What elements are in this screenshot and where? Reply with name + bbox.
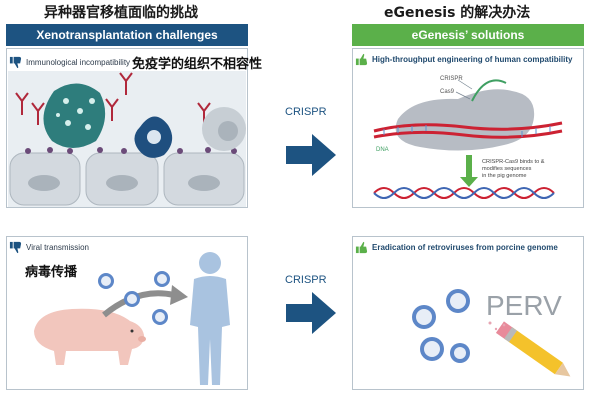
top-crispr-label: CRISPR bbox=[285, 106, 327, 118]
cas9-note: CRISPR-Cas9 binds to & modifies sequence… bbox=[482, 159, 546, 179]
crispr-cas9-illustration: CRISPR Cas9 DNA CRISPR-Cas9 binds to & m… bbox=[373, 76, 563, 199]
thumbs-up-icon bbox=[355, 53, 368, 66]
top-arrow-icon bbox=[286, 134, 336, 176]
viral-transmission-panel: Viral transmission 病毒传播 bbox=[6, 236, 248, 390]
right-chinese-title: eGenesis 的解决办法 bbox=[384, 5, 531, 21]
eradication-panel: Eradication of retroviruses from porcine… bbox=[352, 236, 584, 390]
viral-transmission-illustration bbox=[34, 252, 230, 385]
solutions-banner: eGenesis’ solutions bbox=[352, 24, 584, 46]
perv-eradication-illustration: PERV bbox=[412, 289, 571, 377]
thumbs-up-icon bbox=[355, 241, 368, 254]
engineering-panel: High-throughput engineering of human com… bbox=[352, 48, 584, 208]
immunological-cn-label: 免疫学的组织不相容性 bbox=[132, 57, 263, 72]
eradication-label: Eradication of retroviruses from porcine… bbox=[372, 243, 558, 252]
bottom-crispr-label: CRISPR bbox=[285, 274, 327, 286]
immunological-label: Immunological incompatibility bbox=[26, 58, 131, 67]
thumbs-down-icon bbox=[9, 56, 22, 69]
engineering-label: High-throughput engineering of human com… bbox=[372, 55, 573, 64]
crispr-tag: CRISPR bbox=[440, 76, 463, 82]
cas9-tag: Cas9 bbox=[440, 89, 455, 95]
viral-cn-label: 病毒传播 bbox=[25, 265, 78, 280]
dna-tag: DNA bbox=[376, 147, 389, 153]
perv-text: PERV bbox=[486, 290, 562, 321]
immunological-panel: Immunological incompatibility 免疫学的组织不相容性 bbox=[6, 48, 262, 208]
bottom-arrow-icon bbox=[286, 292, 336, 334]
viral-label: Viral transmission bbox=[26, 243, 89, 252]
thumbs-down-icon bbox=[9, 241, 22, 254]
left-chinese-title: 异种器官移植面临的挑战 bbox=[44, 5, 198, 21]
challenges-banner: Xenotransplantation challenges bbox=[6, 24, 248, 46]
immune-cells-illustration bbox=[8, 71, 246, 207]
